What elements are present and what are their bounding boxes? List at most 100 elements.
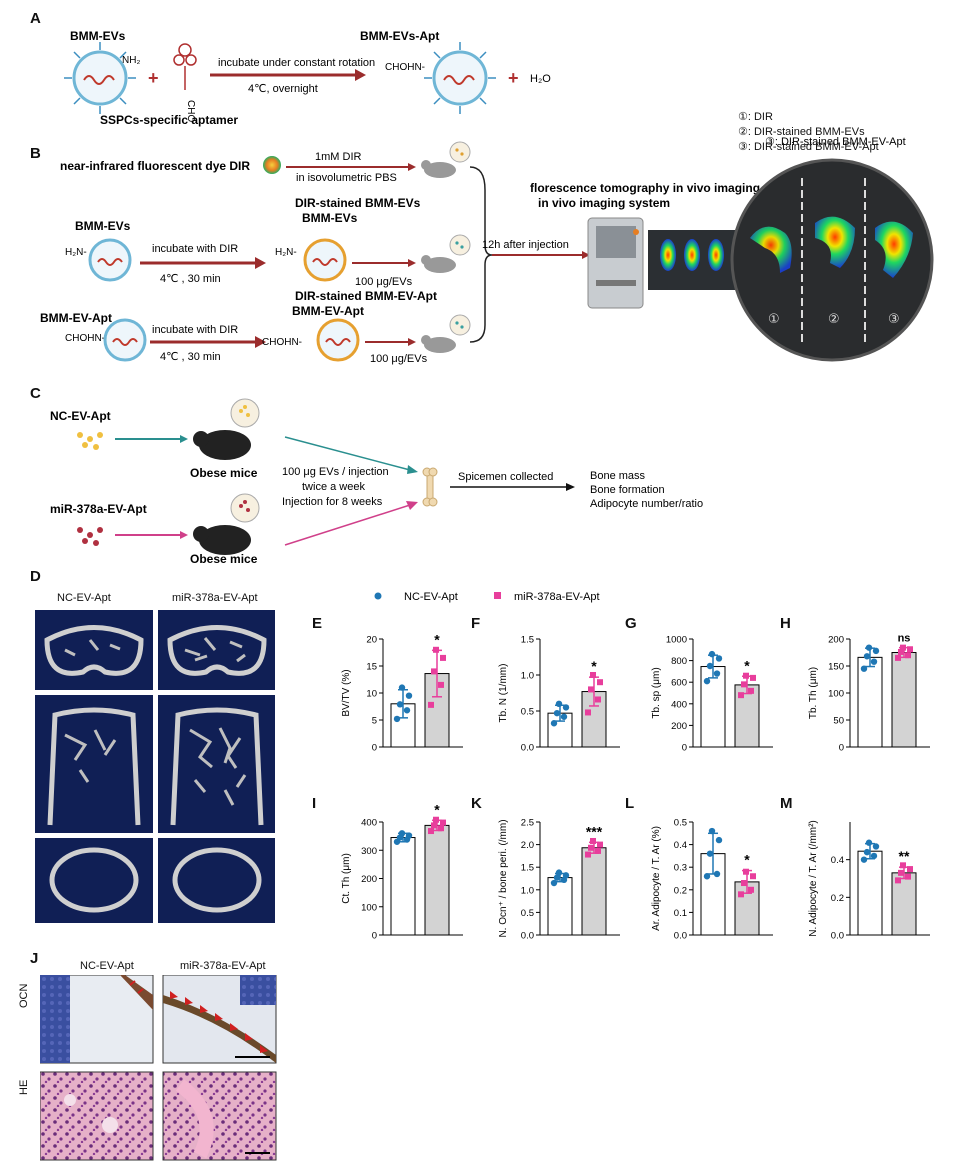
- svg-text:Bone mass: Bone mass: [590, 470, 646, 482]
- data-point: [750, 674, 756, 681]
- significance-label: *: [744, 657, 750, 673]
- panel-label-j: J: [30, 950, 39, 967]
- bmm-evs-label: BMM-EVs: [70, 29, 126, 43]
- data-point: [433, 646, 439, 653]
- y-axis-label: N. Ocn⁺ / bone peri. (/mm): [498, 819, 509, 937]
- data-point: [865, 644, 873, 651]
- y-tick-label: 0: [839, 743, 844, 754]
- y-tick-label: 300: [361, 846, 377, 857]
- data-point: [743, 868, 749, 875]
- svg-text:in vivo imaging system: in vivo imaging system: [538, 196, 670, 210]
- j-col-label-nc: NC-EV-Apt: [80, 960, 134, 972]
- svg-text:Injection for 8 weeks: Injection for 8 weeks: [282, 496, 383, 508]
- y-tick-label: 0.5: [674, 818, 687, 829]
- legend-line-1: ①: DIR: [738, 111, 773, 123]
- y-tick-label: 2.5: [521, 818, 534, 829]
- data-point: [405, 692, 413, 699]
- data-point: [900, 644, 906, 651]
- svg-text:NC-EV-Apt: NC-EV-Apt: [404, 591, 458, 603]
- panel-label-g: G: [625, 615, 637, 632]
- data-point: [713, 670, 721, 677]
- data-point: [431, 668, 437, 675]
- data-point: [550, 720, 558, 727]
- y-tick-label: 1.0: [521, 671, 534, 682]
- y-tick-label: 0.0: [831, 931, 844, 942]
- y-axis-label: Ar. Adipocyte / T. Ar (%): [651, 826, 662, 931]
- data-point: [393, 715, 401, 723]
- svg-text:BMM-EVs: BMM-EVs: [75, 219, 131, 233]
- panel-label-f: F: [471, 615, 481, 632]
- data-point: [738, 692, 744, 699]
- y-tick-label: 0: [682, 743, 687, 754]
- group-bracket: [469, 166, 493, 343]
- data-point: [555, 869, 563, 876]
- y-tick-label: 0.5: [521, 908, 534, 919]
- data-point: [398, 830, 406, 837]
- y-tick-label: 10: [366, 689, 377, 700]
- data-point: [872, 843, 880, 850]
- svg-text:BMM-EV-Apt: BMM-EV-Apt: [292, 304, 364, 318]
- y-tick-label: 1.5: [521, 635, 534, 646]
- y-axis-label: Tb. sp (μm): [651, 667, 662, 718]
- significance-label: ns: [898, 633, 911, 645]
- data-point: [585, 851, 591, 858]
- svg-text:1mM DIR: 1mM DIR: [315, 151, 362, 163]
- micro-ct-images: [35, 610, 275, 923]
- y-tick-label: 200: [671, 721, 687, 732]
- data-point: [898, 648, 904, 655]
- data-point: [863, 848, 871, 856]
- y-tick-label: 200: [361, 874, 377, 885]
- legend-line-2: ②: DIR-stained BMM-EVs: [738, 126, 865, 138]
- y-tick-label: 0.0: [521, 931, 534, 942]
- significance-label: *: [434, 631, 440, 647]
- bar: [581, 847, 607, 936]
- bar: [424, 824, 450, 936]
- y-tick-label: 800: [671, 656, 687, 667]
- data-point: [588, 686, 594, 693]
- data-point: [428, 701, 434, 708]
- y-tick-label: 0.0: [521, 743, 534, 754]
- j-col-label-mir: miR-378a-EV-Apt: [180, 960, 266, 972]
- svg-text:NC-EV-Apt: NC-EV-Apt: [50, 409, 111, 423]
- j-row-label-he: HE: [18, 1079, 30, 1095]
- y-tick-label: 600: [671, 678, 687, 689]
- group-legend: NC-EV-Apt miR-378a-EV-Apt: [374, 591, 600, 603]
- dye-drop-icon: [263, 156, 281, 174]
- ev-vesicle-icon: [64, 42, 136, 114]
- svg-text:twice a week: twice a week: [302, 481, 365, 493]
- cho-text: CHO: [185, 100, 196, 122]
- y-tick-label: 400: [361, 818, 377, 829]
- bone-icon: [422, 467, 438, 507]
- svg-text:100 μg/EVs: 100 μg/EVs: [355, 276, 413, 288]
- svg-text:DIR-stained BMM-EV-Apt: DIR-stained BMM-EV-Apt: [295, 289, 437, 303]
- svg-text:CHOHN-: CHOHN-: [262, 337, 302, 348]
- chart-ar-adipocyte: 0.00.10.20.30.40.5Ar. Adipocyte / T. Ar …: [651, 818, 773, 942]
- svg-text:②: DIR-stained BMM-EVs: ②: DIR-stained BMM-EVs: [765, 130, 892, 133]
- obese-mouse-icon: [193, 398, 260, 460]
- y-tick-label: 50: [833, 716, 844, 727]
- legend-mir-marker: [494, 592, 501, 599]
- svg-text:②: ②: [828, 311, 840, 326]
- data-point: [738, 891, 744, 898]
- col-label-nc: NC-EV-Apt: [57, 592, 111, 604]
- data-point: [872, 647, 880, 655]
- svg-text:H₂N-: H₂N-: [275, 247, 297, 258]
- bar: [390, 837, 416, 936]
- chart-tb-n: 0.00.51.01.5Tb. N (1/mm)*: [498, 635, 620, 754]
- panel-label-m: M: [780, 795, 793, 812]
- aptamer-icon: [173, 43, 197, 90]
- y-tick-label: 0.4: [674, 840, 687, 851]
- svg-text:CHOHN-: CHOHN-: [65, 333, 105, 344]
- y-tick-label: 0.2: [674, 885, 687, 896]
- svg-text:florescence tomography in vivo: florescence tomography in vivo imaging s…: [530, 181, 805, 195]
- data-point: [403, 707, 411, 714]
- panel-b-scheme: near-infrared fluorescent dye DIR 1mM DI…: [40, 130, 906, 365]
- y-axis-label: N. Adipocyte / T. Ar (/mm²): [808, 820, 819, 937]
- data-point: [396, 701, 404, 708]
- bar: [547, 877, 573, 936]
- data-point: [748, 687, 754, 694]
- data-point: [900, 862, 906, 869]
- svg-text:4℃ , 30 min: 4℃ , 30 min: [160, 273, 221, 285]
- data-point: [743, 672, 749, 679]
